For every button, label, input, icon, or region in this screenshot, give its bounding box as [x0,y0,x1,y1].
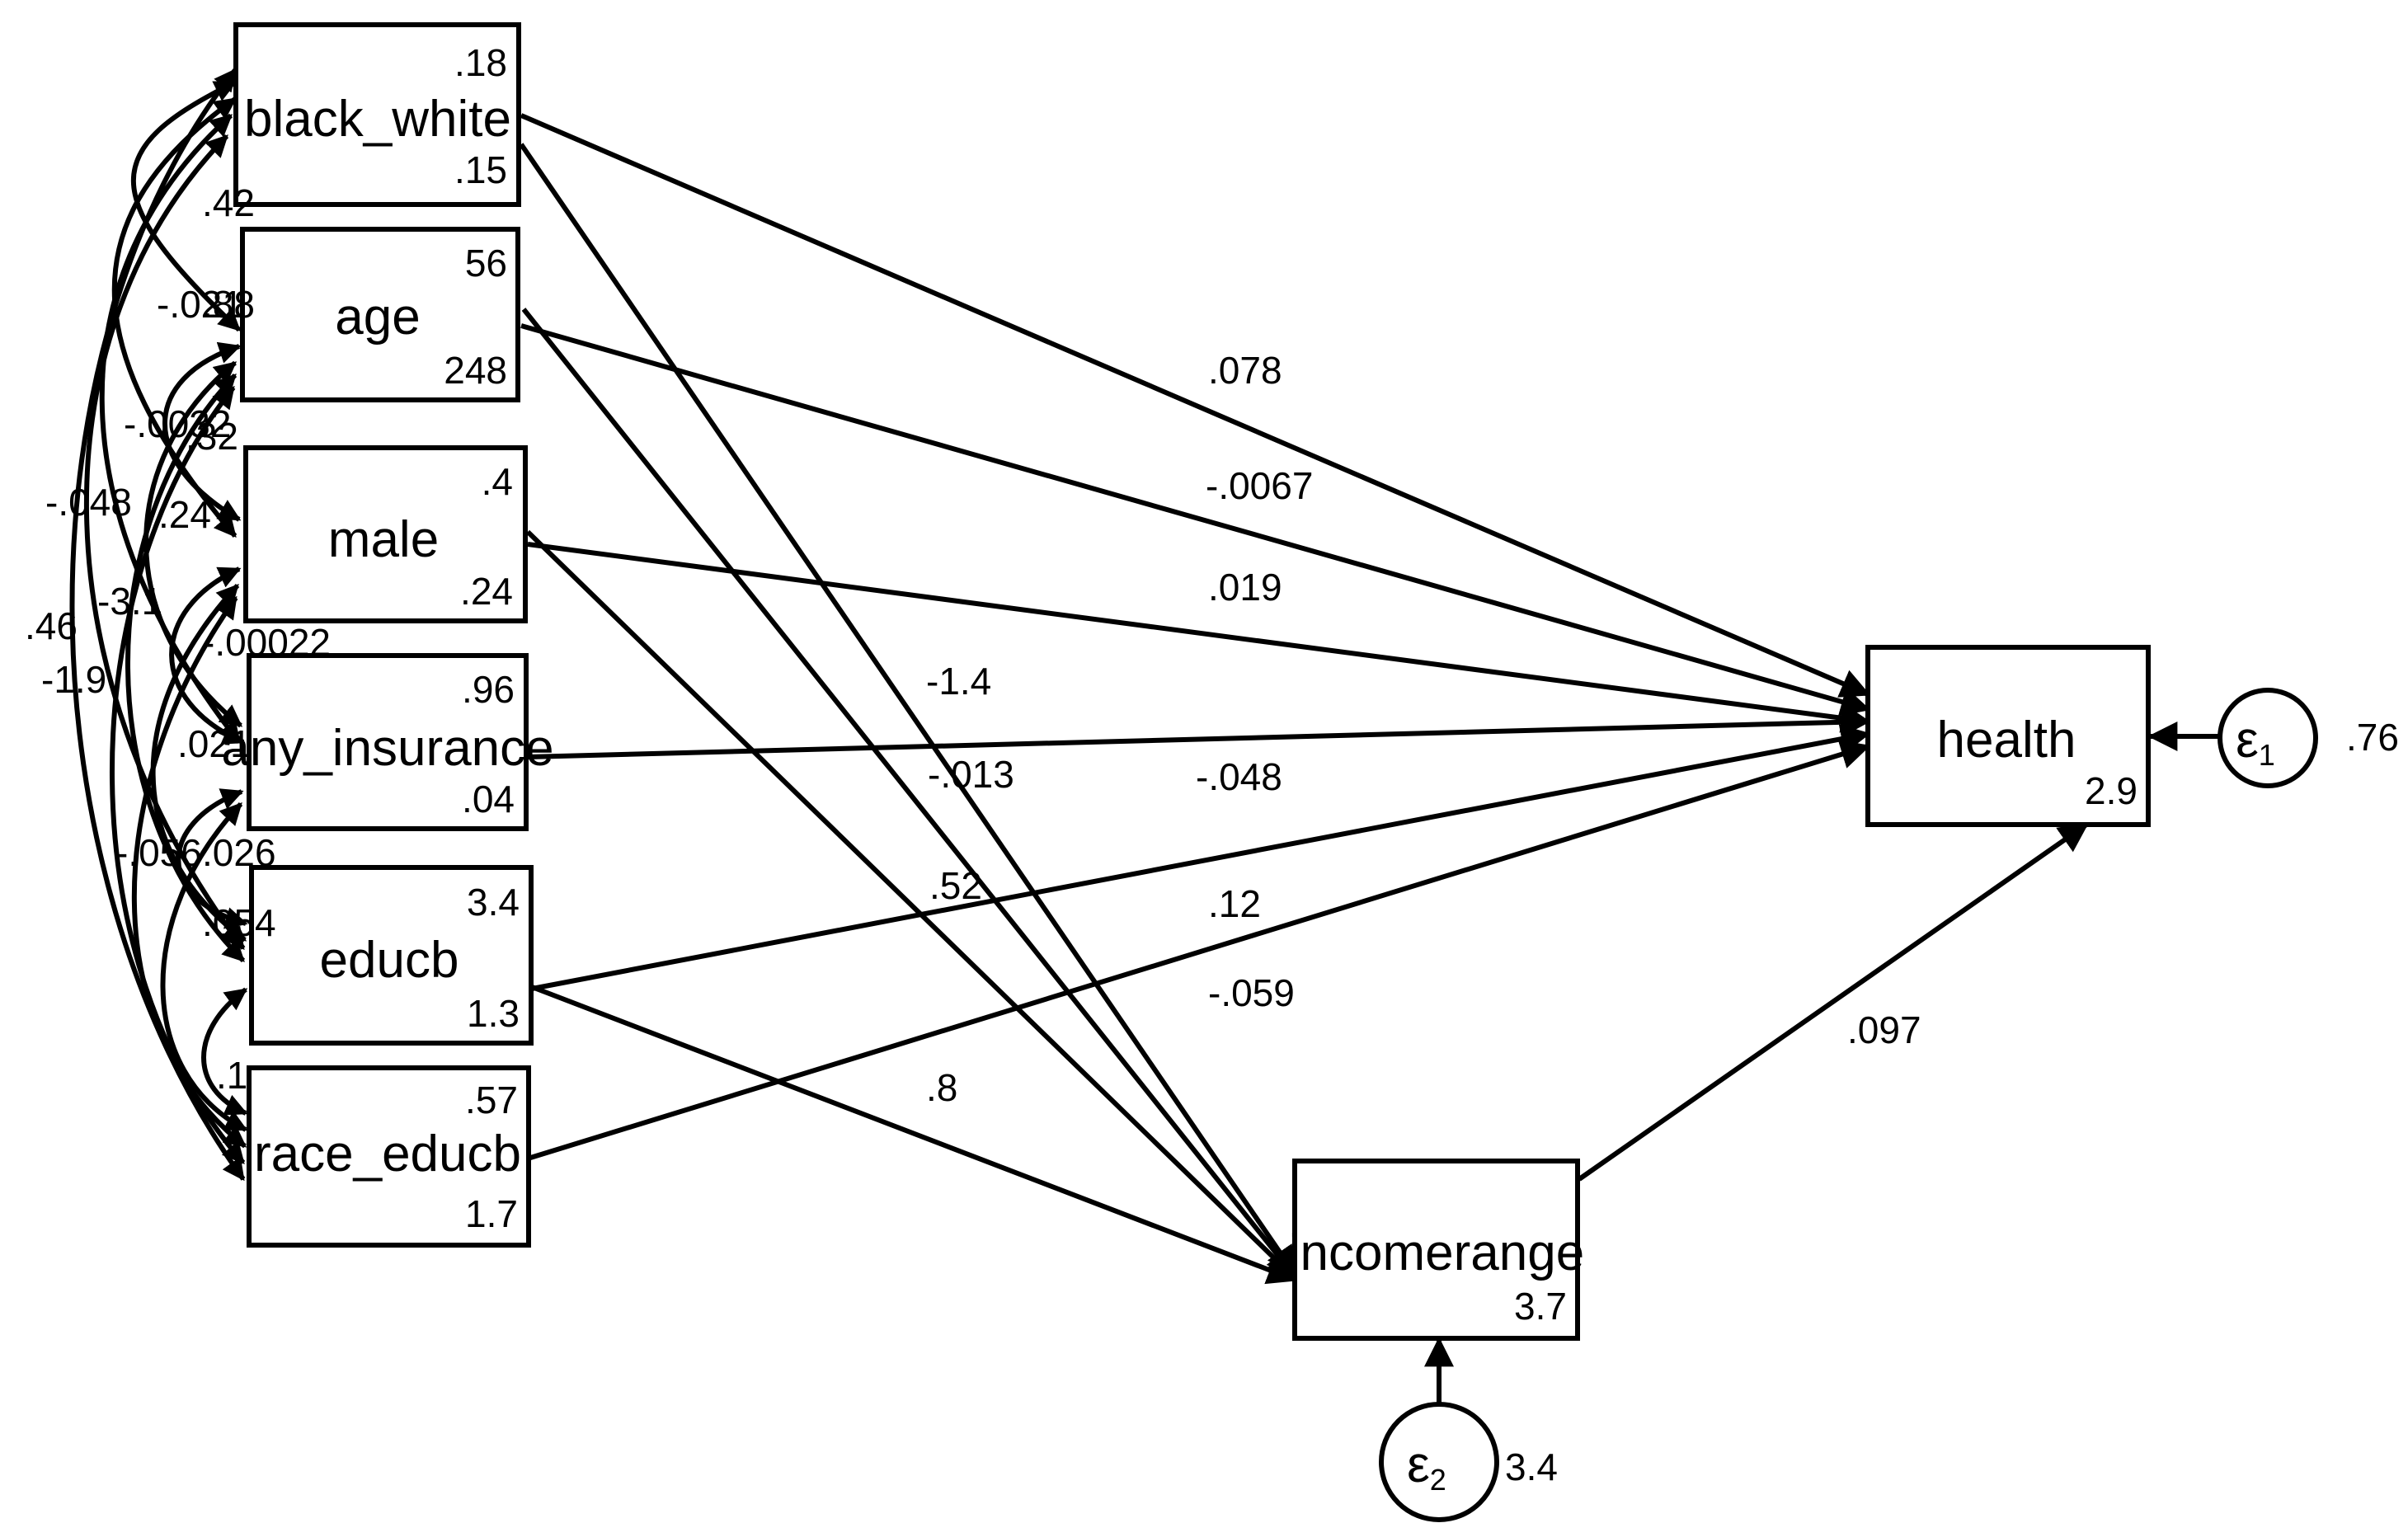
box-incomerange [1292,1159,1580,1341]
cov-male-insurance [169,566,246,745]
variance-any-insurance: .04 [462,778,515,820]
cov-label: .32 [186,415,238,458]
error-symbol-e2: ε [1407,1436,1430,1493]
coef-male-health: .019 [1208,566,1282,609]
cov-label: .1 [216,1054,247,1097]
mean-age: 56 [465,242,507,284]
mean-male: .4 [482,460,513,503]
coef-educb-health: .12 [1208,882,1261,925]
svg-text:ε1: ε1 [2236,712,2275,772]
cov-bw-educb [83,134,246,951]
box-any-insurance [247,653,529,831]
cov-label: .021 [177,722,252,765]
variance-black-white: .15 [454,148,507,191]
variance-race-educb: 1.7 [465,1192,518,1235]
box-educb [249,865,534,1046]
variable-labels: black_white .18 .15 age 56 248 male .4 .… [221,41,2399,1497]
intercept-health: 2.9 [2085,769,2138,812]
coef-bw-health: .078 [1208,349,1282,392]
intercept-incomerange: 3.7 [1514,1285,1567,1328]
error-variance-e2: 3.4 [1505,1445,1558,1488]
error-symbol-e1: ε [2236,712,2259,769]
path-male-health [527,542,1871,733]
path-coefficients: .078 -.0067 .019 -.048 .12 -.059 .097 -1… [926,349,1921,1109]
cov-label: .42 [202,181,255,224]
label-health: health [1937,712,2076,769]
path-income-health [1578,822,2089,1182]
box-race-educb [247,1065,531,1248]
cov-male-raceeducb [131,595,247,1149]
cov-label: -.00022 [202,621,331,664]
variance-age: 248 [444,349,507,392]
cov-label: -3.1 [97,580,162,623]
path-educb-income [526,983,1298,1285]
path-age-income [521,308,1297,1279]
label-incomerange: incomerange [1289,1225,1584,1281]
label-male: male [328,511,439,568]
label-black-white: black_white [244,91,511,148]
cov-label: -.0032 [124,402,231,445]
variance-educb: 1.3 [467,992,520,1035]
cov-label: -1.9 [41,658,106,701]
cov-label: -.048 [45,481,132,524]
mean-any-insurance: .96 [462,668,515,711]
covariance-labels: .42 -.021 .88 -.0032 .32 -.048 .24 -3.1 … [25,181,331,1097]
error-subscript-e1: 1 [2259,738,2275,772]
path-raceeducb-health [527,740,1871,1161]
cov-age-male [162,341,242,522]
cov-bw-age [130,80,242,332]
coef-male-income: .52 [929,864,982,907]
path-bw-income [519,143,1297,1276]
coef-age-income: -.013 [928,753,1014,796]
svg-text:ε2: ε2 [1407,1436,1446,1497]
box-health [1865,645,2151,827]
cov-label: .24 [158,493,211,536]
box-age [240,227,520,402]
coef-raceeducb-health: -.059 [1208,971,1295,1014]
cov-age-insurance [143,360,243,728]
error-circle-e2 [1379,1402,1499,1522]
error-variance-e1: .76 [2346,716,2399,759]
coef-income-health: .097 [1847,1008,1921,1051]
label-age: age [335,289,420,345]
structural-paths [519,113,2218,1406]
path-male-income [525,529,1297,1281]
box-black-white [233,22,521,207]
cov-insurance-educb [176,788,248,929]
variance-male: .24 [460,570,513,613]
endogenous-variables [1292,645,2151,1341]
cov-label: .026 [202,831,276,874]
error-terms [1379,688,2318,1522]
error-circle-e1 [2218,688,2318,788]
label-educb: educb [320,932,459,989]
cov-label: .46 [25,604,78,647]
cov-insurance-raceeducb [160,801,248,1132]
covariance-curves [69,68,248,1182]
coef-insurance-health: -.048 [1196,755,1282,798]
cov-educb-raceeducb [201,987,248,1116]
cov-label: .054 [202,901,276,944]
mean-educb: 3.4 [467,881,520,924]
exogenous-variables [233,22,534,1248]
mean-black-white: .18 [454,41,507,84]
cov-label: -.021 [157,283,243,326]
cov-label: .88 [202,283,255,326]
cov-label: -.056 [115,831,202,874]
label-race-educb: race_educb [254,1126,521,1182]
label-any-insurance: any_insurance [221,720,553,777]
mean-race-educb: .57 [465,1079,518,1121]
coef-age-health: -.0067 [1206,464,1313,507]
coef-educb-income: .8 [926,1066,957,1109]
path-bw-health [520,113,1871,698]
error-subscript-e2: 2 [1430,1463,1446,1497]
coef-bw-income: -1.4 [926,660,991,703]
path-age-health [520,323,1871,717]
path-educb-health [527,724,1871,992]
box-male [243,445,528,623]
